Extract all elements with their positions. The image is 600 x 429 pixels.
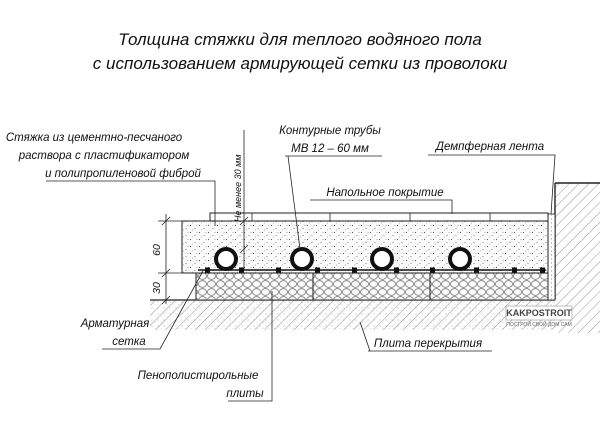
watermark-sub: ПОСТРОЙ СВОЙ ДОМ САМ: [506, 320, 572, 328]
pipe-2: [290, 247, 314, 271]
damper-leader: [428, 154, 556, 215]
mesh-label: Арматурная сетка: [80, 318, 150, 348]
pipe-1: [214, 247, 238, 271]
pipes-leader: [287, 155, 301, 250]
covering-leader: [310, 199, 453, 214]
insulation-thickness-value: 30: [151, 282, 163, 294]
damper-label: Демпферная лента: [434, 141, 544, 153]
pipe-4: [448, 247, 472, 271]
slab-leader: [359, 321, 371, 352]
mesh-label-line-2: сетка: [112, 336, 145, 348]
thickness-dimensions: [158, 214, 196, 305]
screed-leader: [46, 180, 216, 226]
foam-label-line-2: плиты: [226, 388, 264, 400]
mesh-nodes: [205, 267, 545, 273]
slab-label: Плита перекрытия: [374, 338, 482, 350]
pipes-label: Контурные трубы МВ 12 – 60 мм: [279, 125, 381, 155]
foam-leader: [228, 291, 273, 402]
screed-label: Стяжка из цементно-песчаного раствора с …: [6, 132, 202, 180]
watermark-brand: KAKPOSTROIT: [506, 308, 572, 318]
foam-label: Пенополистирольные плиты: [138, 370, 265, 400]
screed-label-line-2: раствора с пластификатором: [18, 150, 190, 162]
min-thickness-label: Не менее 30 мм: [233, 155, 243, 223]
title-line-2: с использованием армирующей сетки из про…: [92, 54, 508, 73]
floor-covering: [209, 212, 549, 222]
watermark-logo: KAKPOSTROIT ПОСТРОЙ СВОЙ ДОМ САМ: [505, 305, 573, 328]
screed-label-line-1: Стяжка из цементно-песчаного: [6, 132, 183, 144]
pipes-label-line-1: Контурные трубы: [279, 125, 381, 137]
title-line-1: Толщина стяжки для теплого водяного пола: [118, 30, 482, 49]
diagram-title: Толщина стяжки для теплого водяного пола…: [0, 28, 600, 76]
covering-label: Напольное покрытие: [326, 187, 443, 199]
screed-thickness-value: 60: [151, 244, 163, 256]
pipes-label-line-2: МВ 12 – 60 мм: [291, 143, 369, 155]
mesh-label-line-1: Арматурная: [80, 318, 150, 330]
foam-label-line-1: Пенополистирольные: [138, 370, 259, 382]
screed-label-line-3: и полипропиленовой фиброй: [45, 168, 201, 180]
mesh-leader: [102, 270, 204, 350]
min-thickness-dimension: [239, 130, 249, 270]
pipe-3: [370, 247, 394, 271]
